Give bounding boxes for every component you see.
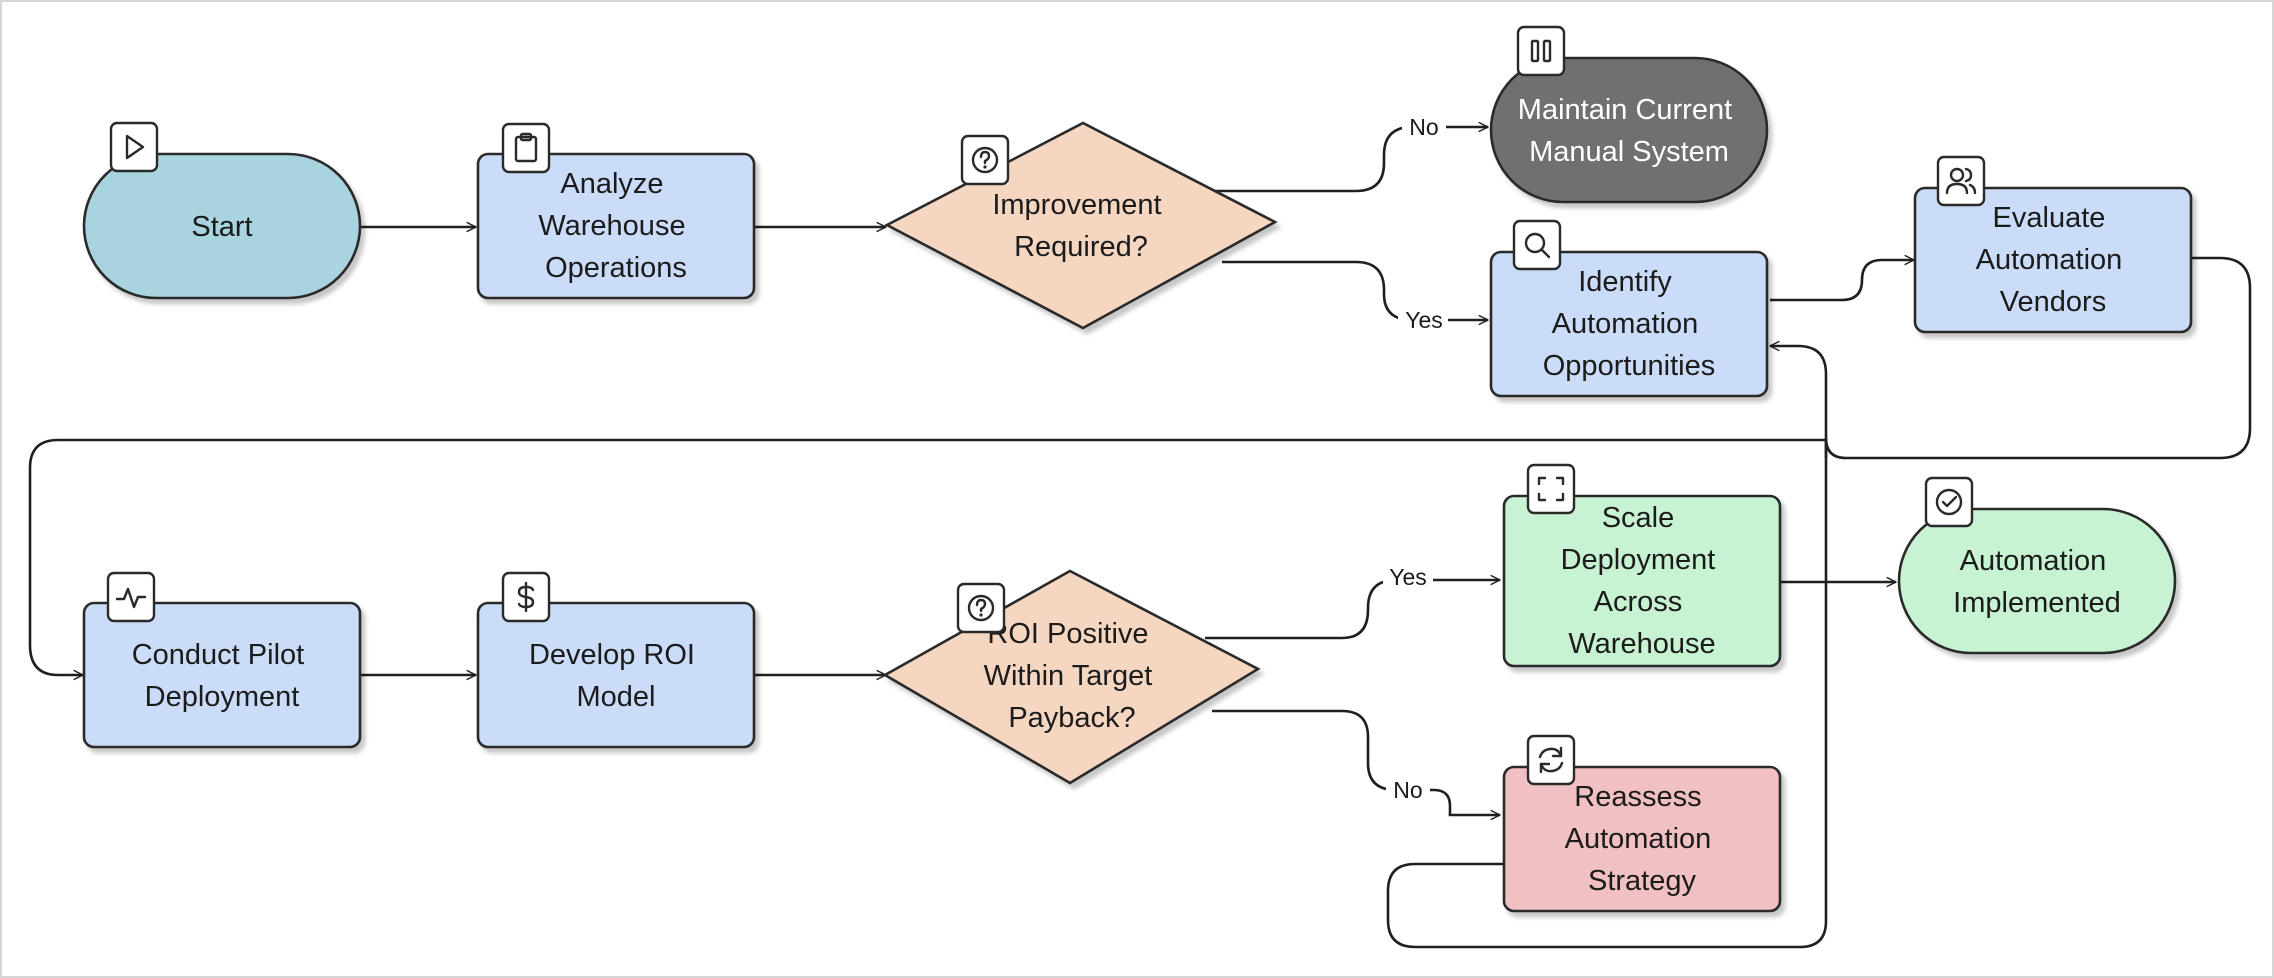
fullscreen-icon xyxy=(1526,463,1576,515)
search-icon xyxy=(1512,219,1562,271)
node-scale-label: Scale Deployment Across Warehouse xyxy=(1561,502,1724,660)
edge-roicheck-reassess xyxy=(1212,709,1501,821)
node-maintain-label: Maintain Current Manual System xyxy=(1518,94,1740,168)
node-roi-model-label: Develop ROI Model xyxy=(529,639,703,713)
edge-identify-evaluate xyxy=(1770,254,1915,302)
node-roi-model-shape xyxy=(476,601,756,749)
node-pilot[interactable]: Conduct Pilot Deployment xyxy=(82,601,362,749)
activity-icon xyxy=(106,571,156,623)
pause-icon xyxy=(1516,25,1566,77)
help-circle-icon xyxy=(960,134,1010,186)
node-maintain[interactable]: Maintain Current Manual System xyxy=(1489,56,1769,204)
node-evaluate-label: Evaluate Automation Vendors xyxy=(1976,202,2131,318)
check-circle-icon xyxy=(1924,476,1974,528)
node-scale[interactable]: Scale Deployment Across Warehouse xyxy=(1502,494,1782,668)
node-analyze[interactable]: Analyze Warehouse Operations xyxy=(476,152,756,300)
node-start[interactable]: Start xyxy=(82,152,362,300)
node-pilot-label: Conduct Pilot Deployment xyxy=(132,639,313,713)
edge-labels: No Yes Yes No xyxy=(1383,112,1448,805)
node-implemented-label: Automation Implemented xyxy=(1953,545,2121,619)
node-evaluate-shape xyxy=(1913,186,2193,334)
node-reassess-shape xyxy=(1502,765,1782,913)
node-reassess-label: Reassess Automation Strategy xyxy=(1565,781,1720,897)
node-evaluate[interactable]: Evaluate Automation Vendors xyxy=(1913,186,2193,334)
refresh-icon xyxy=(1526,734,1576,786)
users-icon xyxy=(1936,155,1986,207)
play-icon xyxy=(109,121,159,173)
edge-label-roi-yes: Yes xyxy=(1389,564,1427,590)
node-scale-shape xyxy=(1502,494,1782,668)
node-start-label: Start xyxy=(191,211,252,243)
node-identify-label: Identify Automation Opportunities xyxy=(1543,266,1716,382)
edge-label-improve-yes: Yes xyxy=(1405,307,1443,333)
node-pilot-shape xyxy=(82,601,362,749)
edges xyxy=(28,121,2252,949)
dollar-icon xyxy=(501,571,551,623)
edge-improve-maintain xyxy=(1215,121,1489,193)
edge-reassess-identify xyxy=(1386,340,1828,949)
node-roi-check-label: ROI Positive Within Target Payback? xyxy=(984,618,1161,734)
node-identify[interactable]: Identify Automation Opportunities xyxy=(1489,250,1769,398)
edge-label-roi-no: No xyxy=(1393,777,1422,803)
node-improve-shape xyxy=(884,121,1278,330)
node-implemented[interactable]: Automation Implemented xyxy=(1897,507,2177,655)
node-analyze-label: Analyze Warehouse Operations xyxy=(538,168,693,284)
clipboard-icon xyxy=(501,122,551,174)
node-reassess[interactable]: Reassess Automation Strategy xyxy=(1502,765,1782,913)
node-start-shape xyxy=(82,152,362,300)
node-implemented-shape xyxy=(1897,507,2177,655)
node-identify-shape xyxy=(1489,250,1769,398)
node-improve[interactable]: Improvement Required? xyxy=(884,121,1278,330)
help-circle-icon xyxy=(956,582,1006,634)
node-roi-model[interactable]: Develop ROI Model xyxy=(476,601,756,749)
node-improve-label: Improvement Required? xyxy=(992,189,1169,263)
edge-label-improve-no: No xyxy=(1409,114,1438,140)
node-analyze-shape xyxy=(476,152,756,300)
node-maintain-shape xyxy=(1489,56,1769,204)
